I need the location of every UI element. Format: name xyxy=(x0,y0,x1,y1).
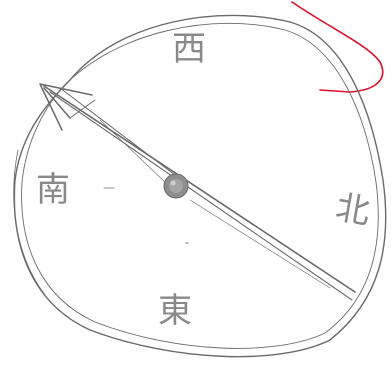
compass-pivot-icon xyxy=(164,174,188,198)
compass-outline-inner xyxy=(22,23,379,348)
compass-needle xyxy=(40,84,355,300)
direction-label-top: 西 xyxy=(172,29,206,69)
red-pen-mark xyxy=(292,2,383,92)
direction-label-right: 北 xyxy=(333,188,373,233)
direction-label-bottom: 東 xyxy=(158,291,192,331)
direction-label-left: 南 xyxy=(36,170,70,210)
